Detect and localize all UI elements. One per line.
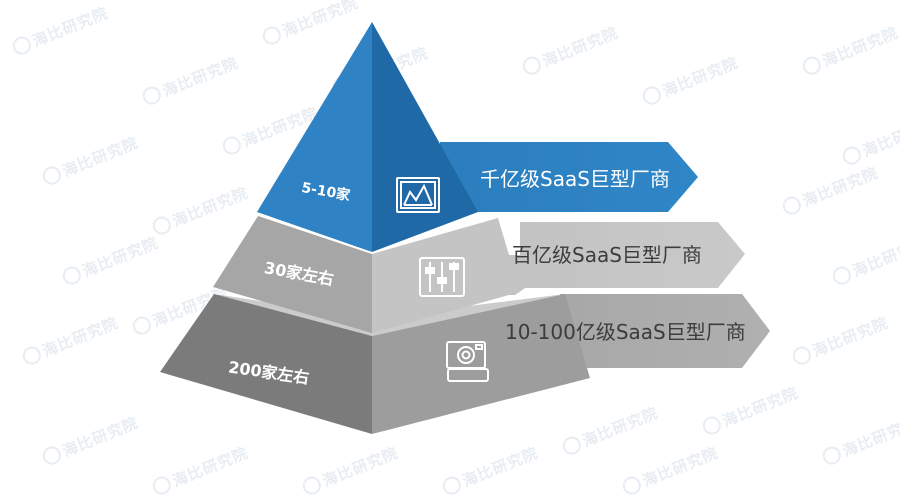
tier-top: 5-10家 千亿级SaaS巨型厂商 [257,22,698,252]
sliders-icon [419,257,465,297]
tier-top-description: 千亿级SaaS巨型厂商 [480,167,670,191]
tier-middle: 30家左右 百亿级SaaS巨型厂商 [213,216,745,333]
camera-icon [446,341,489,382]
chart-board-icon [396,177,440,213]
tier-top-left-face [257,22,372,252]
saas-vendor-pyramid: 200家左右 10-100亿级SaaS巨型厂商 30家左右 百亿级SaaS巨型厂… [160,22,770,434]
tier-middle-description: 百亿级SaaS巨型厂商 [512,243,702,267]
tier-bottom-right-face [372,294,590,434]
tier-middle-right-face [372,218,520,333]
tier-bottom: 200家左右 10-100亿级SaaS巨型厂商 [160,294,770,434]
tier-middle-left-face [213,216,372,333]
tier-top-right-face [372,22,478,252]
tier-bottom-description: 10-100亿级SaaS巨型厂商 [505,320,746,344]
tier-bottom-left-face [160,294,372,434]
